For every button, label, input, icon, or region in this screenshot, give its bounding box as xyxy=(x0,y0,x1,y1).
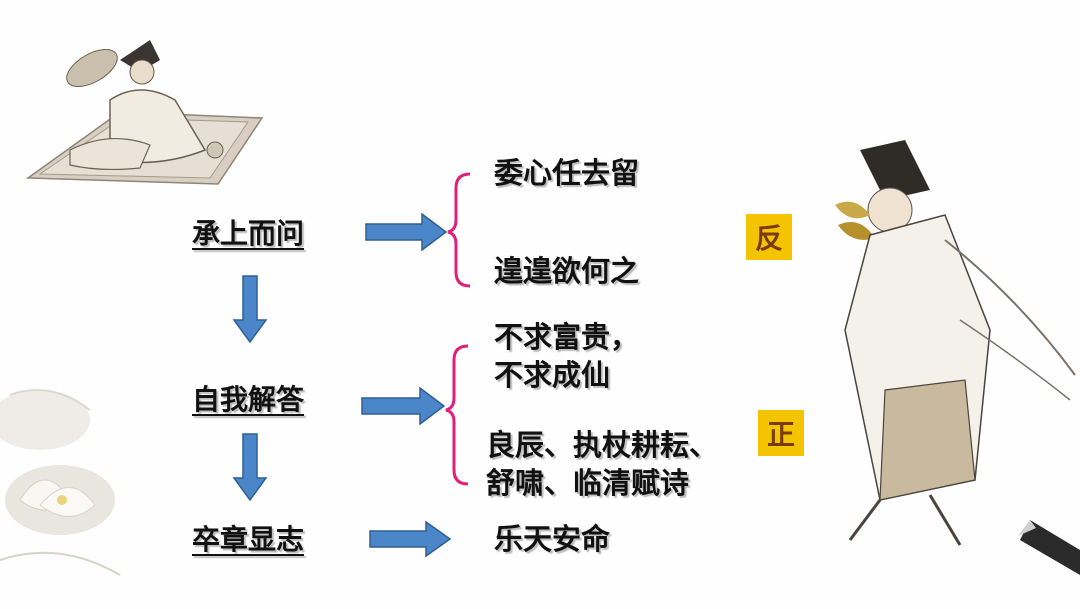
item-a2-line2: 舒啸、临清赋诗 xyxy=(486,466,690,500)
arrow-right-step1 xyxy=(365,212,448,252)
step-question: 承上而问 xyxy=(192,217,305,250)
item-a1-line2: 不求成仙 xyxy=(494,358,611,392)
lotus-illustration xyxy=(0,389,121,576)
badge-positive: 正 xyxy=(758,410,804,456)
brackets xyxy=(445,172,471,486)
bracket-top xyxy=(447,172,471,288)
walking-poet-illustration xyxy=(835,140,1080,575)
item-a2-line1: 良辰、执杖耕耘、 xyxy=(486,428,719,462)
item-q2: 遑遑欲何之 xyxy=(494,254,640,288)
item-q1: 委心任去留 xyxy=(494,156,640,190)
arrow-right-step2 xyxy=(361,386,446,426)
badge-negative: 反 xyxy=(746,214,792,260)
seated-scholar-illustration xyxy=(25,40,264,185)
step-conclusion: 卒章显志 xyxy=(192,523,305,556)
arrow-right-step3 xyxy=(369,520,452,558)
arrows xyxy=(232,212,452,558)
bracket-bottom xyxy=(445,344,469,486)
arrow-down-step2 xyxy=(232,433,268,502)
item-a1-line1: 不求富贵， xyxy=(494,320,640,354)
item-conclusion: 乐天安命 xyxy=(494,522,611,556)
step-self-answer: 自我解答 xyxy=(192,383,305,416)
arrow-down-step1 xyxy=(232,275,268,344)
